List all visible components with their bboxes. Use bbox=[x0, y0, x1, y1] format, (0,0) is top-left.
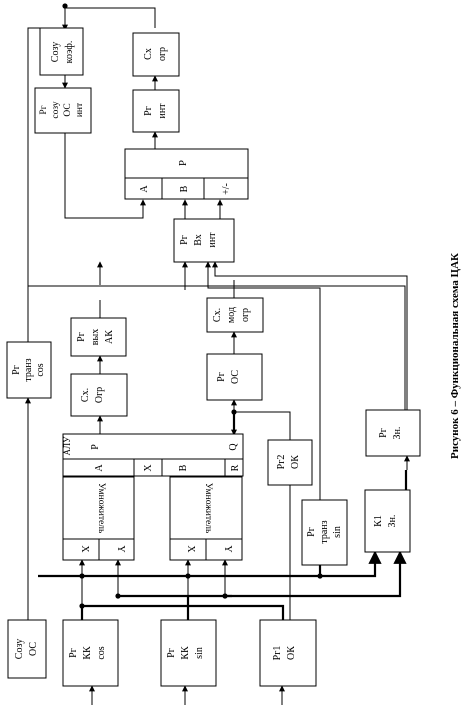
block-rg-vyh-ak: Рг вых АК bbox=[70, 317, 127, 357]
svg-text:Рг2: Рг2 bbox=[276, 455, 287, 470]
block-sh-ogr-top: Сх огр bbox=[132, 32, 180, 77]
svg-text:Рг: Рг bbox=[216, 372, 227, 382]
svg-text:В: В bbox=[179, 185, 190, 192]
svg-text:КК: КК bbox=[82, 646, 93, 660]
svg-text:КК: КК bbox=[180, 646, 191, 660]
block-k1-zn: К1 Зн. bbox=[364, 489, 411, 553]
block-sozu-koef-line2: коэф. bbox=[64, 41, 75, 64]
multiplier-2-title: Умножитель bbox=[203, 483, 213, 534]
adder-top-title: Р bbox=[177, 160, 189, 166]
svg-text:ОС: ОС bbox=[28, 642, 39, 656]
svg-text:Сх.: Сх. bbox=[212, 308, 223, 322]
block-sozu-koef-line1: Созу bbox=[50, 42, 61, 62]
svg-text:Созу: Созу bbox=[14, 639, 25, 659]
svg-text:Рг: Рг bbox=[378, 428, 389, 438]
block-rg-kk-sin: Рг КК sin bbox=[160, 619, 217, 687]
svg-text:транз: транз bbox=[319, 520, 330, 543]
svg-text:Y: Y bbox=[115, 545, 126, 552]
svg-text:ОС: ОС bbox=[63, 103, 73, 116]
svg-text:огр: огр bbox=[157, 47, 168, 61]
svg-text:В: В bbox=[178, 464, 189, 471]
svg-text:АК: АК bbox=[104, 330, 115, 344]
svg-text:Рг: Рг bbox=[166, 648, 177, 658]
svg-text:ОС: ОС bbox=[230, 370, 241, 384]
svg-text:вых: вых bbox=[90, 329, 101, 345]
svg-text:sin: sin bbox=[332, 526, 343, 538]
svg-text:созу: созу bbox=[51, 101, 61, 119]
block-sh-mod-ogr: Сх. мод огр bbox=[206, 297, 264, 333]
svg-text:Р: Р bbox=[90, 444, 101, 450]
svg-text:ОК: ОК bbox=[286, 646, 297, 660]
block-sozu-os: Созу ОС bbox=[7, 619, 47, 679]
svg-text:инт: инт bbox=[157, 103, 168, 119]
junction-dots bbox=[62, 3, 323, 609]
svg-text:Рг1: Рг1 bbox=[272, 646, 283, 661]
svg-text:огр: огр bbox=[240, 308, 251, 322]
block-rg-sozu-os-int: Рг созу ОС инт bbox=[34, 87, 92, 134]
block-rg-os: Рг ОС bbox=[206, 353, 263, 401]
figure-caption: Рисунок 6 – Функциональная схема ЦАК bbox=[449, 253, 461, 459]
svg-text:Рг: Рг bbox=[306, 527, 317, 537]
svg-text:Зн.: Зн. bbox=[392, 427, 403, 440]
svg-text:cos: cos bbox=[35, 363, 46, 376]
svg-text:Вх: Вх bbox=[193, 234, 204, 246]
block-rg1-ok: Рг1 ОК bbox=[259, 619, 317, 687]
svg-text:Рг: Рг bbox=[11, 365, 22, 375]
svg-text:Сх.: Сх. bbox=[80, 388, 91, 402]
svg-text:Рг: Рг bbox=[143, 106, 154, 116]
svg-text:Рг: Рг bbox=[179, 235, 190, 245]
svg-text:инт: инт bbox=[207, 232, 218, 248]
alu-label: АЛУ bbox=[62, 436, 72, 456]
svg-text:X: X bbox=[185, 545, 196, 553]
block-rg-kk-cos: Рг КК cos bbox=[62, 619, 119, 687]
block-multiplier-2: Умножитель X Y bbox=[169, 476, 243, 561]
svg-text:cos: cos bbox=[96, 646, 107, 659]
block-rg-tranz-sin: Рг транз sin bbox=[301, 499, 348, 566]
svg-text:Зн.: Зн. bbox=[387, 515, 398, 528]
block-rg-zn: Рг Зн. bbox=[365, 409, 421, 457]
svg-text:Y: Y bbox=[222, 545, 233, 552]
block-alu: АЛУ Р Q А X В R bbox=[62, 433, 244, 477]
block-rg2-ok: Рг2 ОК bbox=[267, 439, 313, 486]
svg-text:Рг: Рг bbox=[68, 648, 79, 658]
block-rg-vh-int: Рг Вх инт bbox=[173, 218, 235, 263]
svg-text:К1: К1 bbox=[373, 515, 384, 527]
multiplier-1-title: Умножитель bbox=[96, 483, 106, 534]
block-adder-top: Р А В +/- bbox=[124, 148, 249, 200]
svg-text:X: X bbox=[79, 545, 90, 553]
block-sh-ogr: Сх. Огр bbox=[70, 373, 128, 417]
svg-text:А: А bbox=[94, 464, 105, 472]
block-rg-tranz-cos: Рг транз cos bbox=[6, 341, 52, 399]
svg-text:Q: Q bbox=[228, 443, 239, 451]
svg-text:Рг: Рг bbox=[76, 332, 87, 342]
svg-text:Сх: Сх bbox=[143, 48, 154, 60]
svg-text:sin: sin bbox=[194, 647, 205, 659]
svg-text:инт: инт bbox=[75, 102, 85, 117]
svg-text:ОК: ОК bbox=[290, 455, 301, 469]
svg-text:+/-: +/- bbox=[221, 183, 232, 195]
svg-text:X: X bbox=[143, 464, 154, 472]
svg-text:Рг: Рг bbox=[39, 105, 49, 114]
block-sozu-koef: Созу коэф. bbox=[39, 27, 84, 76]
svg-text:R: R bbox=[230, 464, 241, 471]
svg-text:А: А bbox=[139, 185, 150, 193]
svg-text:транз: транз bbox=[23, 358, 34, 381]
svg-text:мод: мод bbox=[226, 307, 237, 323]
block-rg-int: Рг инт bbox=[132, 89, 180, 133]
svg-text:Огр: Огр bbox=[94, 387, 105, 403]
block-multiplier-1: Умножитель X Y bbox=[62, 476, 135, 561]
